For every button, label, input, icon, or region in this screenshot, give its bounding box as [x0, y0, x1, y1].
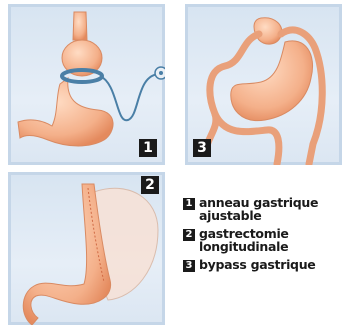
legend-text-1: anneau gastrique ajustable: [199, 196, 345, 222]
legend-badge-2: 2: [183, 229, 195, 241]
injection-port-center: [159, 71, 163, 75]
legend: 1 anneau gastrique ajustable 2 gastrecto…: [183, 196, 345, 276]
legend-text-3: bypass gastrique: [199, 258, 345, 271]
legend-item-1: 1 anneau gastrique ajustable: [183, 196, 345, 222]
panel-sleeve-gastrectomy: 2: [8, 172, 165, 325]
legend-badge-3: 3: [183, 260, 195, 272]
panel-gastric-band: 1: [8, 4, 165, 165]
esophagus: [73, 12, 87, 40]
legend-item-2: 2 gastrectomie longitudinale: [183, 227, 345, 253]
panel-badge-2: 2: [141, 176, 159, 194]
panel-gastric-bypass: 3: [185, 4, 342, 165]
sleeve-gastrectomy-illustration: [8, 172, 165, 325]
panel-badge-3: 3: [193, 139, 211, 157]
legend-item-3: 3 bypass gastrique: [183, 258, 345, 271]
intestinal-limb: [215, 114, 279, 164]
legend-badge-1: 1: [183, 198, 195, 210]
panel-badge-1: 1: [139, 139, 157, 157]
lower-stomach: [18, 78, 113, 146]
legend-text-2: gastrectomie longitudinale: [199, 227, 345, 253]
band-tube: [100, 74, 160, 120]
